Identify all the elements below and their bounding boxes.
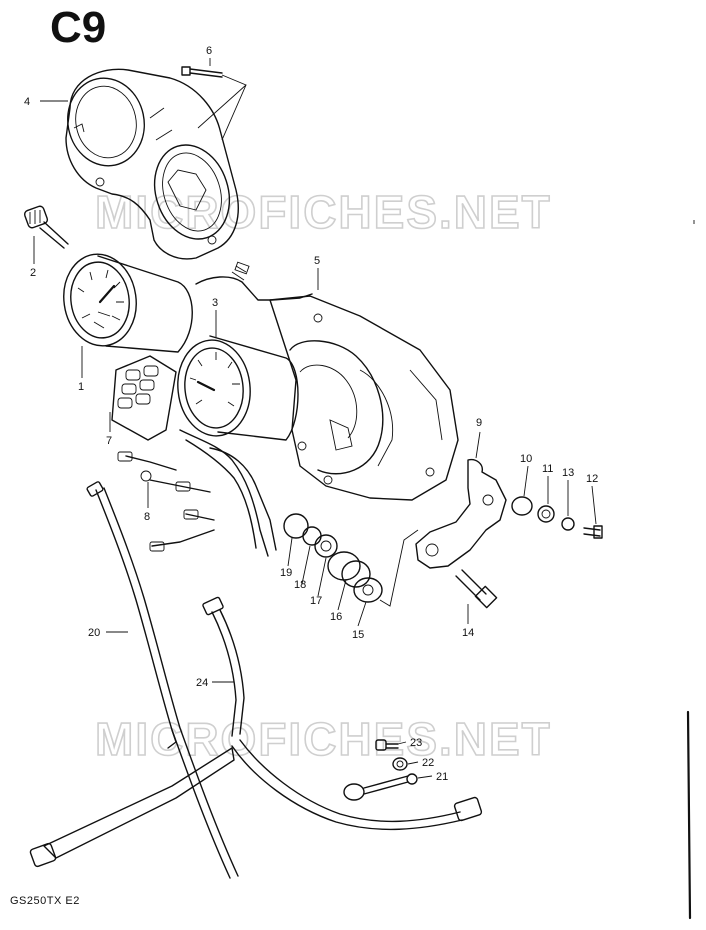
callout-24: 24 — [196, 677, 208, 689]
callout-4: 4 — [24, 96, 30, 108]
callout-14: 14 — [462, 627, 474, 639]
callout-5: 5 — [314, 255, 320, 267]
bolt-14 — [455, 569, 498, 609]
speedometer-1 — [63, 253, 193, 353]
leader-lines — [33, 58, 597, 779]
cable-clamp-21 — [343, 773, 418, 801]
callout-9: 9 — [476, 417, 482, 429]
callout-2: 2 — [30, 267, 36, 279]
callout-3: 3 — [212, 297, 218, 309]
brand-logo: C9 — [50, 3, 106, 52]
washer-22 — [392, 757, 408, 771]
damper-10-11 — [511, 496, 555, 523]
callout-20: 20 — [88, 627, 100, 639]
watermark-bottom: MICROFICHES.NET — [95, 713, 552, 765]
callout-16: 16 — [330, 611, 342, 623]
callout-13: 13 — [562, 467, 574, 479]
tachometer-cable-24 — [202, 596, 483, 831]
damper-stack-15-19 — [283, 513, 383, 603]
screw-6 — [181, 66, 247, 141]
indicator-block-7 — [111, 355, 177, 441]
screw-23 — [375, 739, 399, 751]
wiring-harness — [117, 261, 313, 557]
callout-1: 1 — [78, 381, 84, 393]
callout-12: 12 — [586, 473, 598, 485]
callout-22: 22 — [422, 757, 434, 769]
callout-8: 8 — [144, 511, 150, 523]
nut-13-screw-12 — [561, 517, 603, 539]
callout-15: 15 — [352, 629, 364, 641]
callout-7: 7 — [106, 435, 112, 447]
callout-18: 18 — [294, 579, 306, 591]
callout-19: 19 — [280, 567, 292, 579]
callout-17: 17 — [310, 595, 322, 607]
meter-bracket — [379, 458, 507, 607]
frame-border-line — [686, 710, 692, 920]
tachometer-3 — [177, 335, 299, 441]
callout-11: 11 — [542, 463, 553, 475]
model-code-label: GS250TX E2 — [10, 895, 80, 907]
speedometer-cable-20 — [29, 481, 239, 879]
callout-23: 23 — [410, 737, 422, 749]
callout-6: 6 — [206, 45, 212, 57]
callout-21: 21 — [436, 771, 448, 783]
meter-case — [65, 68, 239, 260]
meter-housing-5 — [269, 295, 459, 501]
trip-knob-2 — [23, 205, 69, 249]
callout-10: 10 — [520, 453, 532, 465]
callout-labels: 4 6 2 1 3 5 7 8 9 10 11 12 13 14 15 16 1… — [24, 45, 598, 783]
